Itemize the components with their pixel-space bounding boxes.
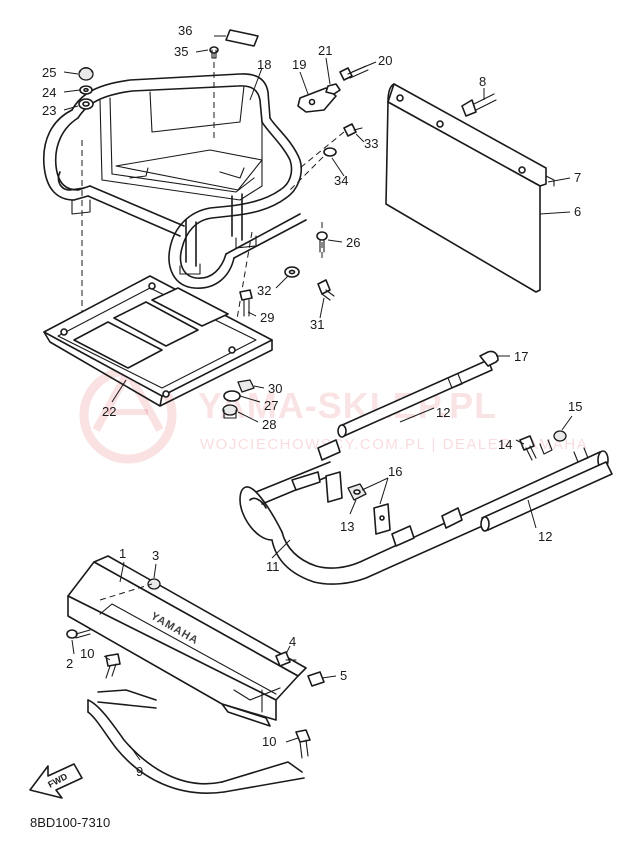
nut-5: [307, 671, 325, 687]
callout-19: 19: [292, 57, 307, 72]
rivet-8: [461, 93, 497, 117]
callout-6: 6: [574, 204, 582, 219]
bolt-10a: [105, 653, 121, 679]
bolt-4: [275, 651, 297, 667]
callout-25: 25: [42, 65, 57, 80]
skid-plate: [43, 275, 273, 407]
callout-27: 27: [264, 398, 279, 413]
washer-34: [323, 147, 337, 157]
part-code: 8BD100-7310: [30, 815, 111, 830]
washer-32: [284, 266, 300, 278]
callout-21: 21: [318, 43, 333, 58]
callout-5: 5: [340, 668, 348, 683]
nut-21: [325, 83, 341, 95]
callout-28: 28: [262, 417, 277, 432]
callout-12-upper: 12: [436, 405, 451, 420]
watermark-subtitle: WOJCIECHOWSCY.COM.PL | DEALER YAMAHA: [200, 436, 589, 453]
callout-3: 3: [152, 548, 160, 563]
washer-24: [79, 85, 93, 95]
callout-34: 34: [334, 173, 349, 188]
bolt-31: [317, 279, 335, 301]
fwd-arrow-icon: FWD: [29, 763, 83, 799]
callout-4: 4: [289, 634, 297, 649]
callout-20: 20: [378, 53, 393, 68]
callout-9: 9: [136, 764, 144, 779]
plug-3: [147, 578, 161, 590]
callout-36: 36: [178, 23, 193, 38]
callout-1: 1: [119, 546, 127, 561]
bolt-29: [239, 289, 253, 317]
callout-12-lower: 12: [538, 529, 553, 544]
callout-8: 8: [479, 74, 487, 89]
callout-14: 14: [498, 437, 513, 452]
carrier-rack: [42, 52, 345, 349]
bracket-16: [325, 471, 391, 535]
callout-31: 31: [310, 317, 325, 332]
callout-26: 26: [346, 235, 361, 250]
bolt-14: [519, 435, 537, 461]
lower-bumper-bar: [87, 689, 305, 794]
collar-28: [222, 404, 238, 419]
callout-10-upper: 10: [80, 646, 95, 661]
front-bumper: YAMAHA: [67, 555, 307, 727]
callout-33: 33: [364, 136, 379, 151]
callout-10-lower: 10: [262, 734, 277, 749]
bolt-2: [66, 629, 91, 639]
bolt-20: [339, 65, 369, 81]
watermark-title: YAMA-SKLEP.PL: [198, 385, 498, 426]
callout-2: 2: [66, 656, 74, 671]
callout-35: 35: [174, 44, 189, 59]
callout-23: 23: [42, 103, 57, 118]
leader-lines: [63, 35, 573, 761]
callout-32: 32: [257, 283, 272, 298]
callout-17: 17: [514, 349, 529, 364]
mud-guard: [385, 83, 555, 293]
rivet-35: [209, 46, 219, 59]
callout-29: 29: [260, 310, 275, 325]
callout-16: 16: [388, 464, 403, 479]
callout-18: 18: [257, 57, 272, 72]
guard-frame: [239, 439, 609, 585]
callout-15: 15: [568, 399, 583, 414]
bolt-26: [316, 231, 328, 253]
lower-tube-12: [480, 439, 613, 532]
bracket-19: [297, 87, 337, 113]
upper-tube-12: [337, 350, 499, 438]
label-plate-36: [225, 29, 259, 47]
callout-11: 11: [266, 559, 280, 574]
bolt-10b: [295, 729, 311, 759]
collar-23: [78, 98, 94, 110]
callout-30: 30: [268, 381, 283, 396]
washer-27: [223, 390, 241, 402]
nut-30: [237, 379, 255, 393]
cap-15: [553, 430, 567, 442]
nut-13: [347, 483, 367, 501]
callout-24: 24: [42, 85, 57, 100]
callout-22: 22: [102, 404, 117, 419]
cap-25: [78, 66, 94, 81]
callout-7: 7: [574, 170, 582, 185]
callout-13: 13: [340, 519, 355, 534]
bolt-33: [343, 123, 363, 137]
